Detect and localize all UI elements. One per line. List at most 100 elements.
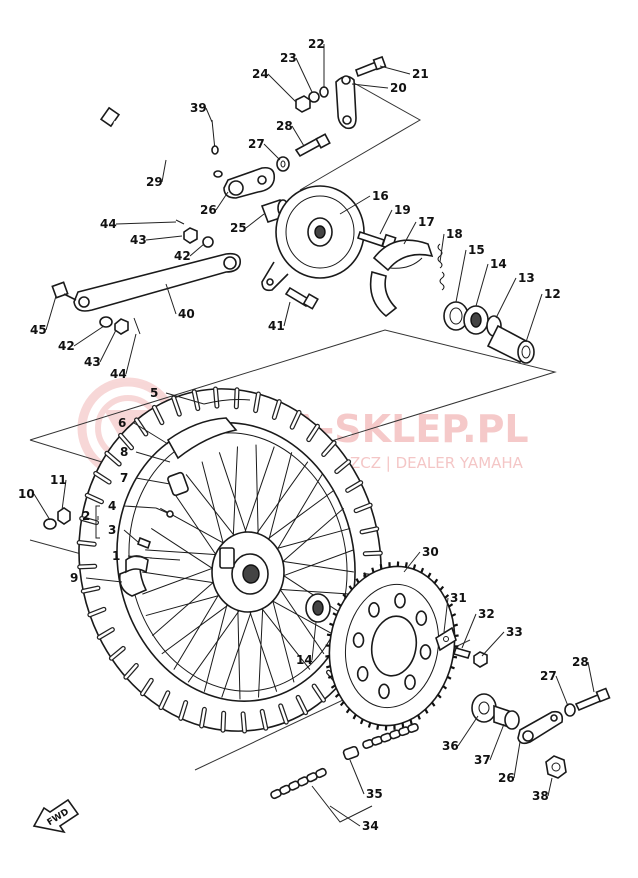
tension-bar-adjuster-26 (223, 166, 276, 199)
callout-number: 21 (412, 67, 429, 81)
rim-band-6 (166, 417, 238, 460)
brake-shoe-17 (369, 239, 434, 318)
tread-knob-face (94, 472, 111, 484)
spoke (152, 577, 219, 637)
sprocket-tooth (451, 613, 457, 617)
callout-21: 21 (379, 65, 429, 81)
callout-number: 42 (58, 339, 75, 353)
axle-nut-38 (545, 755, 567, 779)
sprocket-tooth (334, 693, 340, 698)
callout-leader (145, 235, 183, 241)
tread-knob-face (172, 396, 181, 416)
tread-knob-face (200, 708, 206, 728)
sprocket-tooth (339, 701, 345, 707)
tread-knob-face (214, 387, 219, 408)
callout-number: 44 (110, 367, 127, 381)
cotter-pin-44-lower (133, 317, 141, 335)
tread-knob-face (82, 586, 100, 593)
callout-number: 14 (296, 653, 313, 667)
cotter-pin-39 (211, 119, 219, 155)
callout-leader (267, 73, 297, 103)
sprocket-tooth (433, 578, 439, 584)
tread-knob-face (221, 711, 225, 732)
tire-valve-7 (167, 471, 189, 497)
tread-knob-face (141, 679, 153, 695)
tread-knob-face (88, 608, 106, 617)
callout-number: 34 (362, 819, 379, 833)
sprocket-tooth (371, 567, 375, 573)
spacer-12 (486, 324, 535, 364)
sprocket-tooth (453, 623, 459, 627)
callout-38: 38 (532, 777, 553, 803)
callout-45: 45 (30, 295, 57, 337)
callout-leader (283, 301, 291, 327)
tread-knob-face (105, 452, 121, 466)
brake-arm-20 (335, 75, 357, 130)
callout-number: 6 (118, 416, 126, 430)
tread-knob-face (254, 392, 260, 412)
tire-tread (76, 386, 384, 734)
callout-leader (85, 577, 123, 583)
callout-number: 9 (70, 571, 78, 585)
callout-number: 43 (130, 233, 147, 247)
callout-number: 8 (120, 445, 128, 459)
sprocket-tooth (452, 655, 458, 659)
callout-19: 19 (379, 203, 411, 235)
callout-leader (311, 621, 317, 661)
tread-knob-face (153, 406, 164, 424)
callout-number: 43 (84, 355, 101, 369)
callout-leader (457, 715, 479, 747)
sprocket-tooth (401, 722, 405, 728)
sprocket-hole (404, 674, 416, 691)
bolt-28-lower (574, 687, 611, 712)
tread-knob-face (364, 551, 382, 556)
spoke (242, 446, 275, 539)
callout-5: 5 (150, 386, 205, 405)
spoke (257, 603, 311, 670)
sprocket-tooth (345, 708, 351, 714)
torque-arm-40 (73, 252, 242, 312)
callout-leader (73, 325, 105, 347)
spoke (221, 605, 254, 698)
sprocket-tooth (448, 603, 454, 608)
spoke (142, 565, 219, 595)
sprocket-tooth (427, 572, 432, 578)
callout-leader (339, 195, 371, 215)
callout-number: 38 (532, 789, 549, 803)
sprocket-tooth (379, 564, 383, 570)
spoke (145, 593, 226, 617)
callout-leader (461, 613, 477, 649)
callout-number: 15 (468, 243, 485, 257)
callout-15: 15 (455, 243, 485, 303)
sprocket-tooth (325, 665, 331, 669)
callout-leader (127, 555, 153, 559)
callout-11: 11 (50, 473, 67, 511)
callout-36: 36 (442, 715, 479, 753)
collar-36 (471, 693, 497, 723)
spoke (277, 549, 354, 579)
callout-31: 31 (443, 591, 467, 633)
callout-leader (295, 57, 313, 93)
callout-leader (125, 333, 137, 375)
callout-32: 32 (461, 607, 495, 649)
tread-knob-face (296, 696, 307, 714)
tread-knob-face (241, 712, 246, 733)
callout-number: 32 (478, 607, 495, 621)
callout-number: 41 (268, 319, 285, 333)
callout-leader (349, 759, 365, 795)
tread-knob-face (124, 664, 138, 679)
watermark-subtitle: ZCZ | DEALER YAMAHA (350, 454, 524, 472)
callout-7: 7 (120, 471, 171, 485)
sprocket-hole (356, 666, 369, 682)
callout-44b: 44 (110, 333, 137, 381)
callout-12: 12 (525, 287, 561, 343)
spoke (270, 527, 351, 551)
tread-knob-face (235, 388, 239, 409)
callout-leader (61, 479, 67, 511)
callout-number: 45 (30, 323, 47, 337)
spoke (161, 601, 234, 655)
callout-leader (135, 451, 171, 463)
tread-knob-face (85, 494, 103, 504)
bolt-45 (51, 281, 77, 301)
spoke (266, 452, 293, 547)
